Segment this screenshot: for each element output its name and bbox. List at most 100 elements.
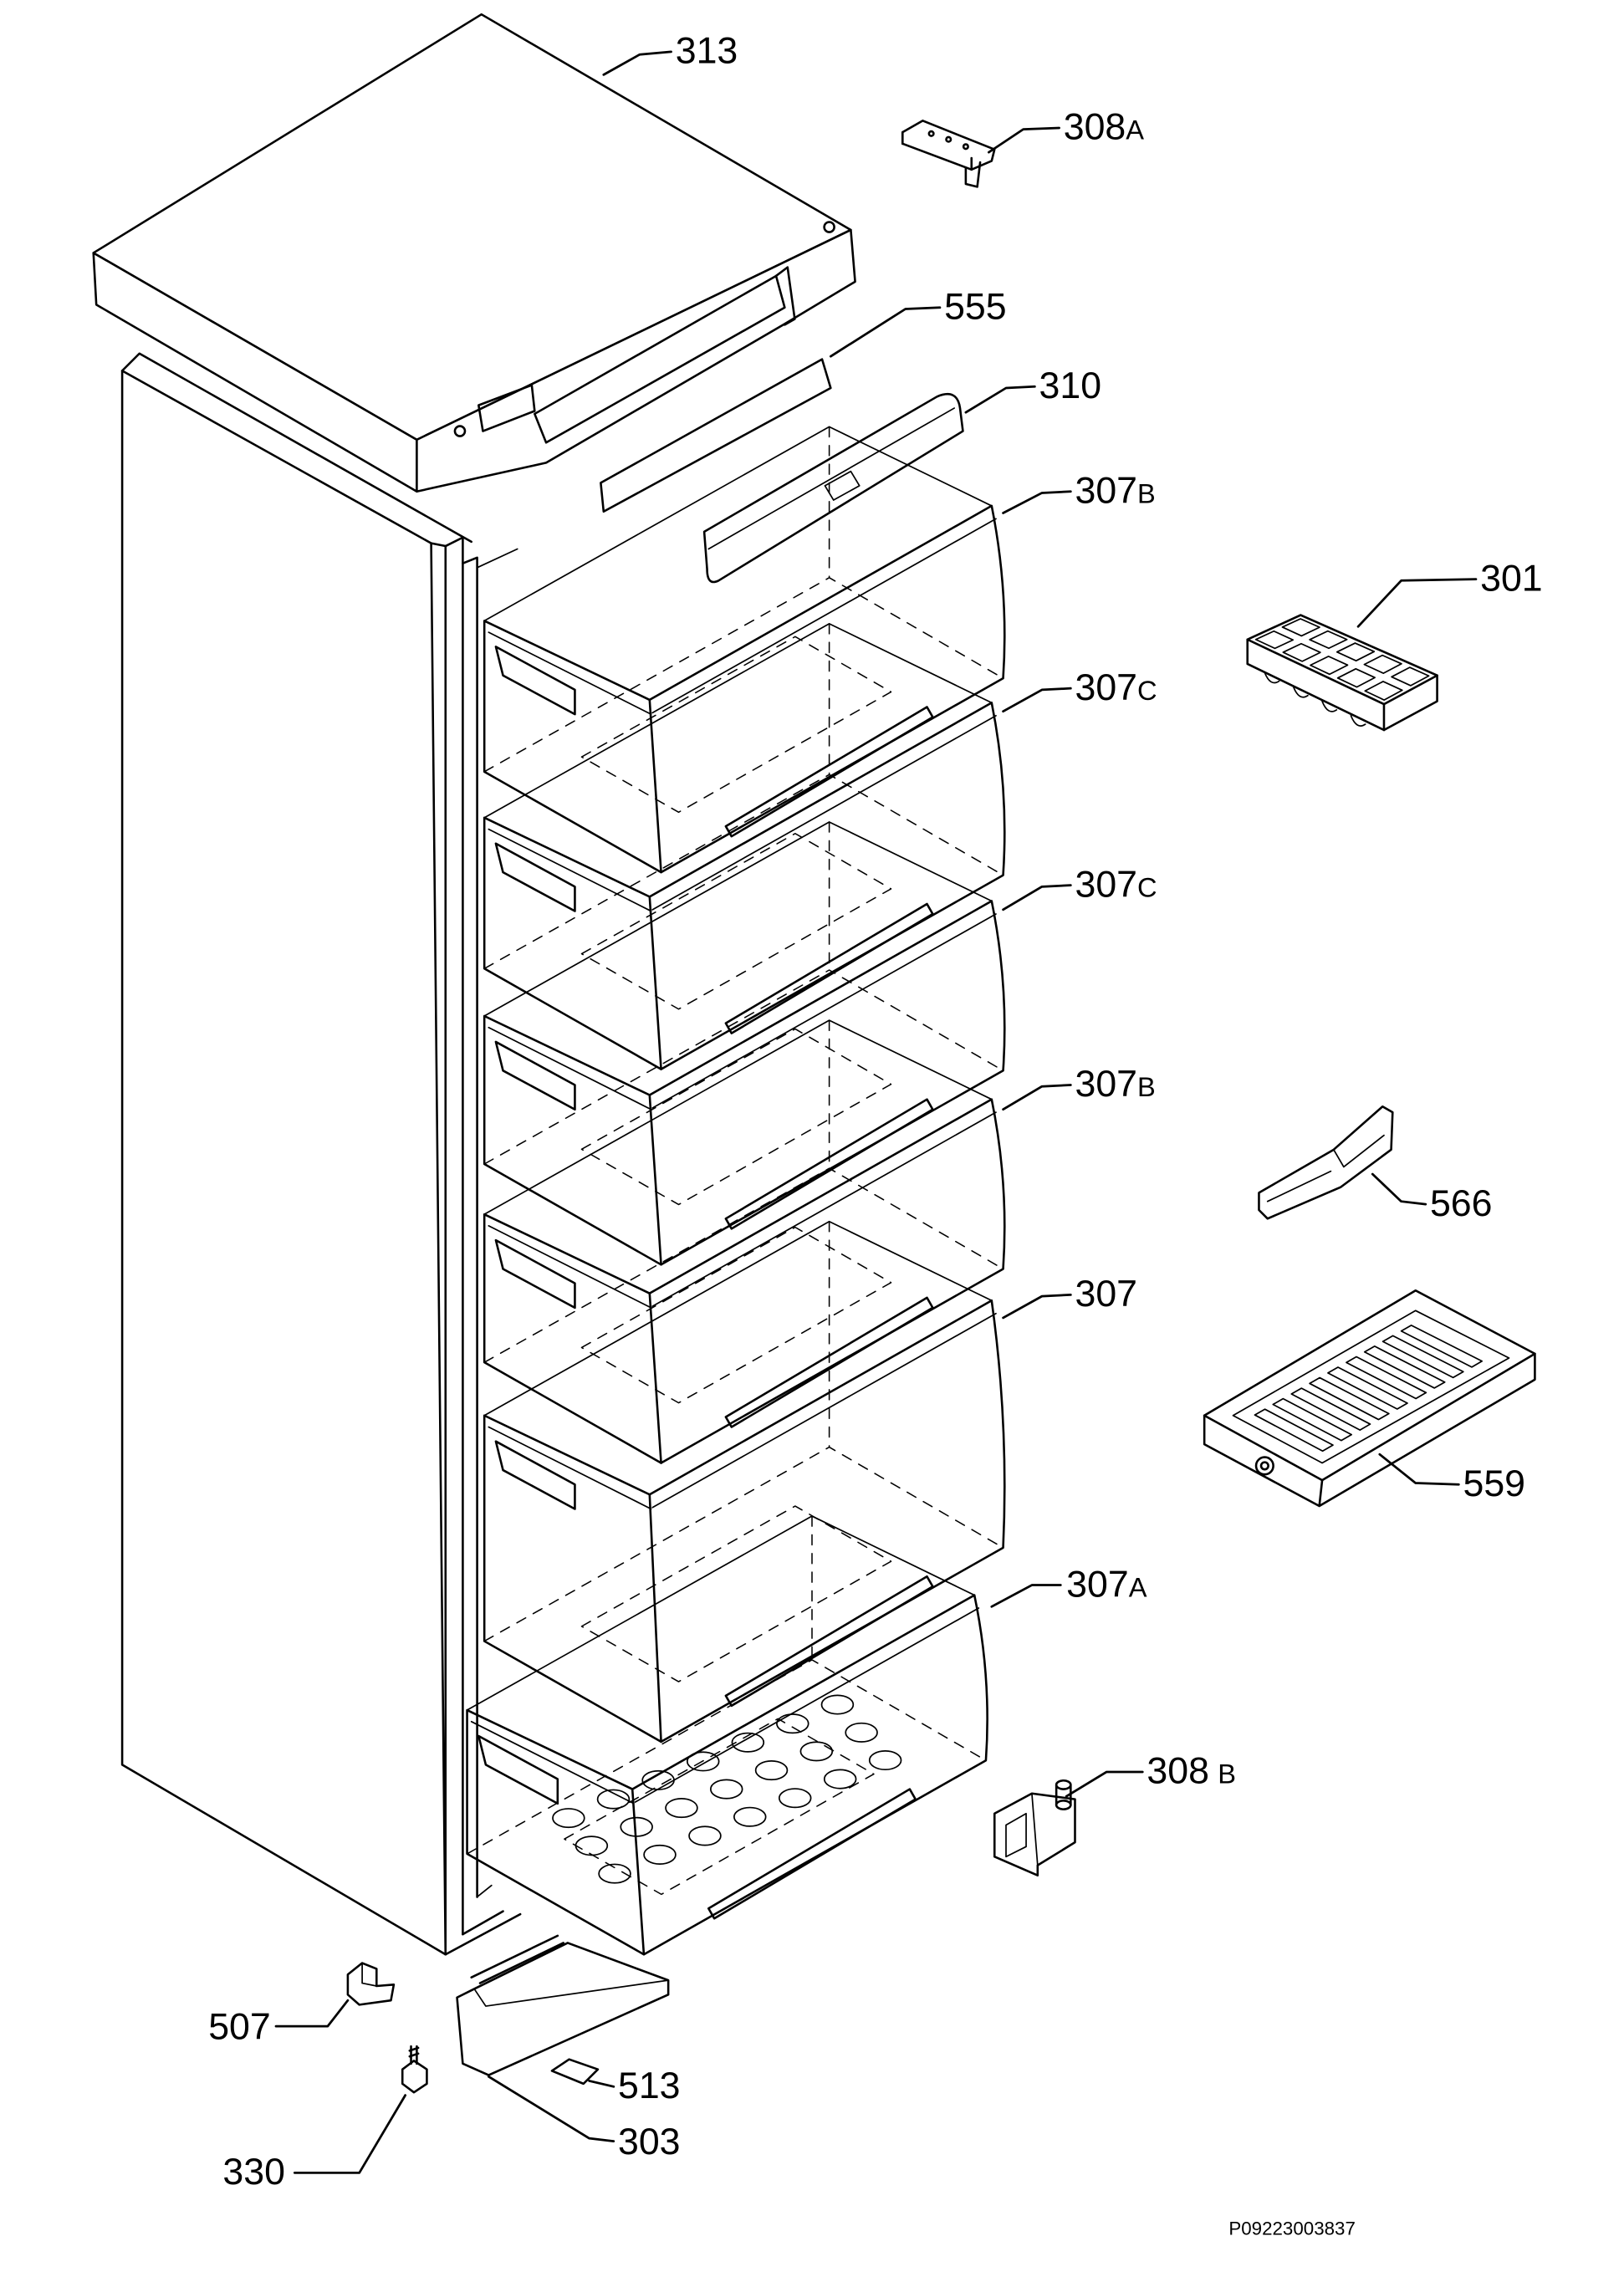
ice-cup-recess [643, 1844, 677, 1865]
lid-display-panel [477, 384, 536, 432]
label-308a: 308A [1064, 107, 1145, 148]
drawer-side [483, 620, 662, 874]
label-310: 310 [1039, 365, 1102, 406]
tray-drain-hole-inner [1259, 1461, 1269, 1471]
leader-line-310 [964, 385, 1036, 414]
drawer-floor-outline [483, 577, 1004, 773]
drawer-front-rim [651, 913, 997, 1109]
cabinet-side-panel [120, 370, 447, 1956]
drawer-front [648, 702, 1006, 1070]
drawer-handle-cutout [494, 842, 576, 912]
label-number: 559 [1463, 1463, 1525, 1504]
leader-line-307a [990, 1584, 1062, 1608]
ice-cube-cell [1335, 642, 1376, 662]
tray-slot [1327, 1366, 1408, 1410]
label-number: 308 [1147, 1751, 1209, 1792]
label-330: 330 [222, 2152, 285, 2193]
drawer-floor-panel [564, 1718, 875, 1896]
drawer-front-rim [651, 518, 997, 714]
drawer-handle-cutout [494, 1238, 576, 1310]
hinge-plate-edge [901, 130, 973, 171]
drawer-floor-panel [580, 1505, 892, 1682]
drawer-307a [466, 1515, 988, 1956]
leader-line-313 [602, 50, 672, 76]
ice-cup-recess [596, 1789, 631, 1810]
foot-hex [401, 2060, 428, 2094]
drawer-back-edge [483, 821, 993, 1017]
label-number: 303 [618, 2121, 681, 2162]
label-301: 301 [1480, 558, 1543, 599]
ice-cube-cell [1309, 630, 1348, 650]
drawer-side [483, 1414, 662, 1744]
label-suffix: B [1137, 477, 1156, 508]
leader-line-513 [588, 2080, 615, 2088]
kick-plate-body [456, 1942, 670, 2076]
drawer-307c-lower [483, 821, 1006, 1266]
scoop-edge [1258, 1134, 1385, 1211]
ice-cup-recess [575, 1835, 609, 1856]
label-307c-upper: 307C [1075, 667, 1157, 708]
ice-cube-tray-301 [1246, 614, 1438, 732]
drawer-front-slot [724, 1296, 934, 1428]
leader-line-566 [1371, 1172, 1427, 1206]
top-cover-313 [92, 13, 856, 493]
tray-slot [1400, 1324, 1484, 1368]
label-number: 307 [1075, 470, 1137, 511]
drawer-back-edge [483, 1019, 993, 1216]
ice-cube-cell [1336, 667, 1376, 688]
label-307c-lower: 307C [1075, 864, 1157, 905]
leader-line-307b-top [1002, 490, 1072, 514]
handle-310 [702, 393, 964, 584]
ice-cup-recess [641, 1769, 675, 1790]
tray-slot [1309, 1376, 1390, 1421]
tab-513 [550, 2058, 600, 2086]
hinge-308a [901, 120, 996, 188]
label-number: 301 [1480, 558, 1543, 599]
ice-cup-recess [754, 1760, 789, 1781]
drawer-floor-panel [580, 832, 892, 1010]
label-suffix: B [1137, 1071, 1156, 1102]
drawer-handle-cutout [494, 1040, 576, 1110]
leader-lines [274, 50, 1478, 2174]
cabinet-top-edge [120, 352, 472, 544]
adjustable-foot-330 [401, 2045, 428, 2094]
tray-front-side [1246, 638, 1386, 732]
label-suffix: A [1126, 115, 1144, 146]
decor-strip-555 [600, 358, 832, 513]
drawer-front-rim [651, 1111, 997, 1308]
label-number: 307 [1066, 1564, 1129, 1605]
ice-cup-recess [778, 1788, 812, 1809]
drawer-floor-outline [483, 1167, 1004, 1363]
label-307b-top: 307B [1075, 470, 1155, 511]
label-507: 507 [208, 2007, 271, 2048]
drawer-side [483, 816, 662, 1070]
label-number: 310 [1039, 365, 1102, 406]
ice-cup-recess [552, 1808, 585, 1829]
ice-cube-cell [1281, 618, 1320, 637]
label-suffix: A [1129, 1571, 1147, 1602]
bracket-pin-base [1055, 1800, 1072, 1810]
label-307: 307 [1075, 1274, 1137, 1315]
tray-top-face [1203, 1289, 1536, 1482]
ice-cup-recess [731, 1732, 765, 1753]
drawer-floor-outline [483, 969, 1004, 1165]
drawer-side-rim [488, 828, 652, 912]
drawer-side-rim [488, 1026, 652, 1110]
label-513: 513 [618, 2065, 681, 2106]
drawer-floor-outline [483, 1446, 1004, 1642]
drawing-code: P09223003837 [1228, 2218, 1356, 2239]
cabinet-front-frame-inner [462, 556, 478, 1898]
drawer-front-slot [724, 706, 934, 838]
drawer-front-rim [651, 1312, 997, 1509]
tray-top-face [1246, 614, 1438, 706]
drawer-307b-top [483, 426, 1006, 874]
tray-slot [1363, 1345, 1446, 1389]
hinge-pin [964, 161, 982, 188]
ice-cup-recess [799, 1741, 834, 1762]
label-559: 559 [1463, 1463, 1525, 1504]
drawer-307 [483, 1220, 1006, 1744]
ice-cube-cell [1363, 654, 1402, 674]
label-suffix: B [1218, 1759, 1236, 1790]
label-313: 313 [676, 31, 738, 72]
leader-line-303 [487, 2075, 615, 2142]
